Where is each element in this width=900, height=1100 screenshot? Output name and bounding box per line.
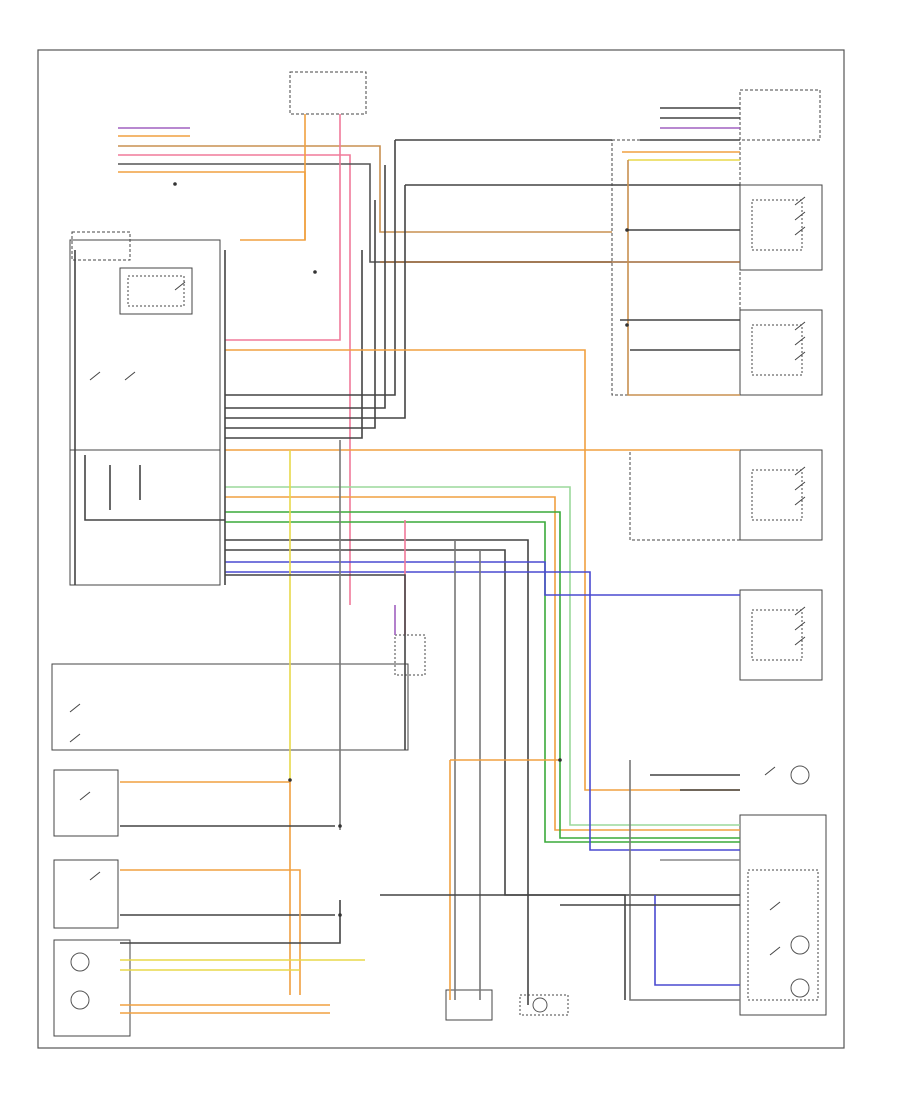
mid-connector-box <box>629 449 741 541</box>
wire-blue <box>654 895 740 986</box>
right-front-damper-inner <box>751 609 803 661</box>
switch-symbol <box>794 196 806 236</box>
relay-inner <box>127 275 185 307</box>
switch-symbol <box>794 606 806 646</box>
wire-dark <box>380 894 626 1000</box>
wire-pink-riser <box>225 114 341 341</box>
connector-dots <box>173 182 629 917</box>
wire-dark-bus <box>225 200 376 429</box>
switch-block <box>51 663 409 751</box>
lamp-symbol <box>532 997 548 1013</box>
wire-orange <box>225 496 740 831</box>
wire-blue <box>225 571 740 851</box>
wire-orange <box>120 781 291 995</box>
suspension-relay-box <box>445 989 493 1021</box>
right-front-damper-box <box>739 589 823 681</box>
lamp-symbol <box>790 765 810 785</box>
lamp-symbols <box>70 765 810 1013</box>
pressure-sensor-box <box>739 89 821 141</box>
wire-dark <box>225 574 406 750</box>
lamp-box-2 <box>53 859 119 929</box>
wire-dark-bus <box>225 185 406 419</box>
wire-dark <box>120 900 341 944</box>
stop-lamp-box <box>747 869 819 1001</box>
lamp-symbol <box>70 990 90 1010</box>
left-front-damper-box <box>739 449 823 541</box>
lamp-box-3 <box>53 939 131 1037</box>
wire-dark <box>225 549 740 896</box>
wire-green <box>225 521 740 843</box>
switch-symbol <box>794 321 806 361</box>
wire-lightgreen <box>225 486 740 826</box>
lamp-symbol <box>70 952 90 972</box>
wire-dark <box>118 163 612 263</box>
switch-symbol <box>69 703 81 743</box>
front-damper-inner <box>751 324 803 376</box>
wire-dark-bus <box>225 250 363 439</box>
wire-tan <box>118 145 612 233</box>
wire-orange <box>120 869 301 995</box>
lamp-box-1 <box>53 769 119 837</box>
fuse-box-left <box>71 231 131 261</box>
left-rear-damper-box <box>739 814 827 1016</box>
central-module-box <box>69 239 221 586</box>
diagram-border <box>37 49 845 1049</box>
switch-symbol <box>89 371 136 381</box>
junction-block <box>394 634 426 676</box>
wires <box>74 107 740 1014</box>
left-front-damper-inner <box>751 469 803 521</box>
wire-dark <box>225 539 529 1005</box>
wire-dark-bus <box>225 165 386 409</box>
wire-gray <box>629 760 740 1001</box>
relay-box <box>119 267 193 315</box>
wire-dark <box>84 455 225 521</box>
switch-symbols <box>69 196 806 956</box>
wire-blue <box>225 561 740 596</box>
switch-symbol <box>79 791 101 881</box>
switch-symbol <box>764 766 781 956</box>
wire-tan <box>627 160 740 396</box>
wire-green <box>225 511 740 839</box>
wire-orange-2 <box>118 171 306 241</box>
lamp-symbol <box>790 935 810 955</box>
lamp-symbol <box>790 978 810 998</box>
wire-dark-bus <box>225 140 396 396</box>
wire-pink <box>118 154 351 605</box>
upper-connector-box <box>611 139 741 396</box>
wire-orange <box>225 349 740 791</box>
switch-symbol <box>174 281 186 291</box>
fuse-box-top <box>289 71 367 115</box>
switch-symbol <box>794 466 806 506</box>
rear-lamp-box <box>519 994 569 1016</box>
component-outlines <box>51 71 827 1037</box>
right-rear-damper-inner <box>751 199 803 251</box>
